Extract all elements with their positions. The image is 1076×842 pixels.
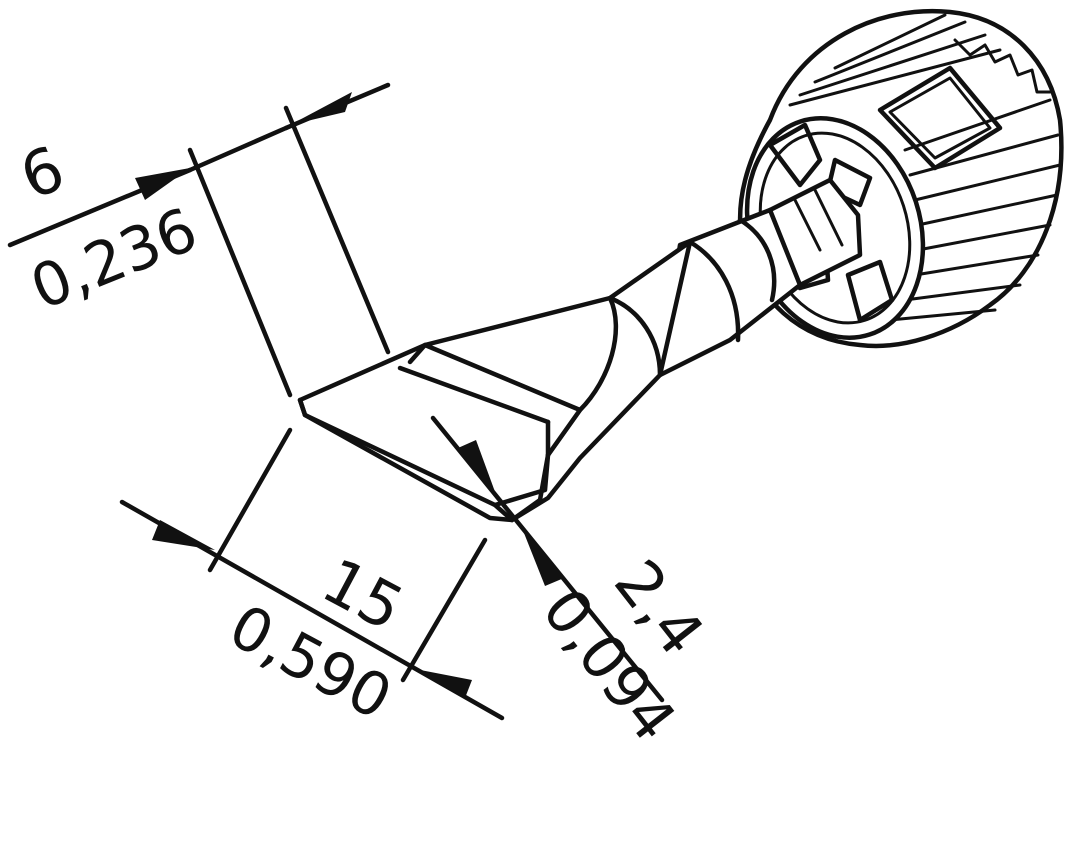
width-inch-label: 0,236: [21, 195, 206, 324]
arrow-width-right: [290, 92, 352, 125]
extension-line-right: [283, 105, 391, 355]
extension-line-left: [187, 147, 293, 398]
knurled-nut: [737, 8, 1064, 349]
extension-line-left: [207, 427, 293, 573]
arrow-width-left: [135, 168, 190, 200]
extension-line-right: [400, 537, 488, 683]
arrow-length-right: [410, 668, 472, 698]
length-mm-label: 15: [311, 544, 415, 645]
dimension-line-mid: [187, 125, 289, 173]
dimension-width: 6 0,236: [7, 82, 391, 398]
chisel-blade: [297, 342, 583, 523]
arrow-length-left: [152, 520, 215, 550]
arrow-thickness-top: [458, 440, 498, 500]
arrow-thickness-bottom: [522, 528, 564, 586]
width-mm-label: 6: [10, 131, 74, 213]
